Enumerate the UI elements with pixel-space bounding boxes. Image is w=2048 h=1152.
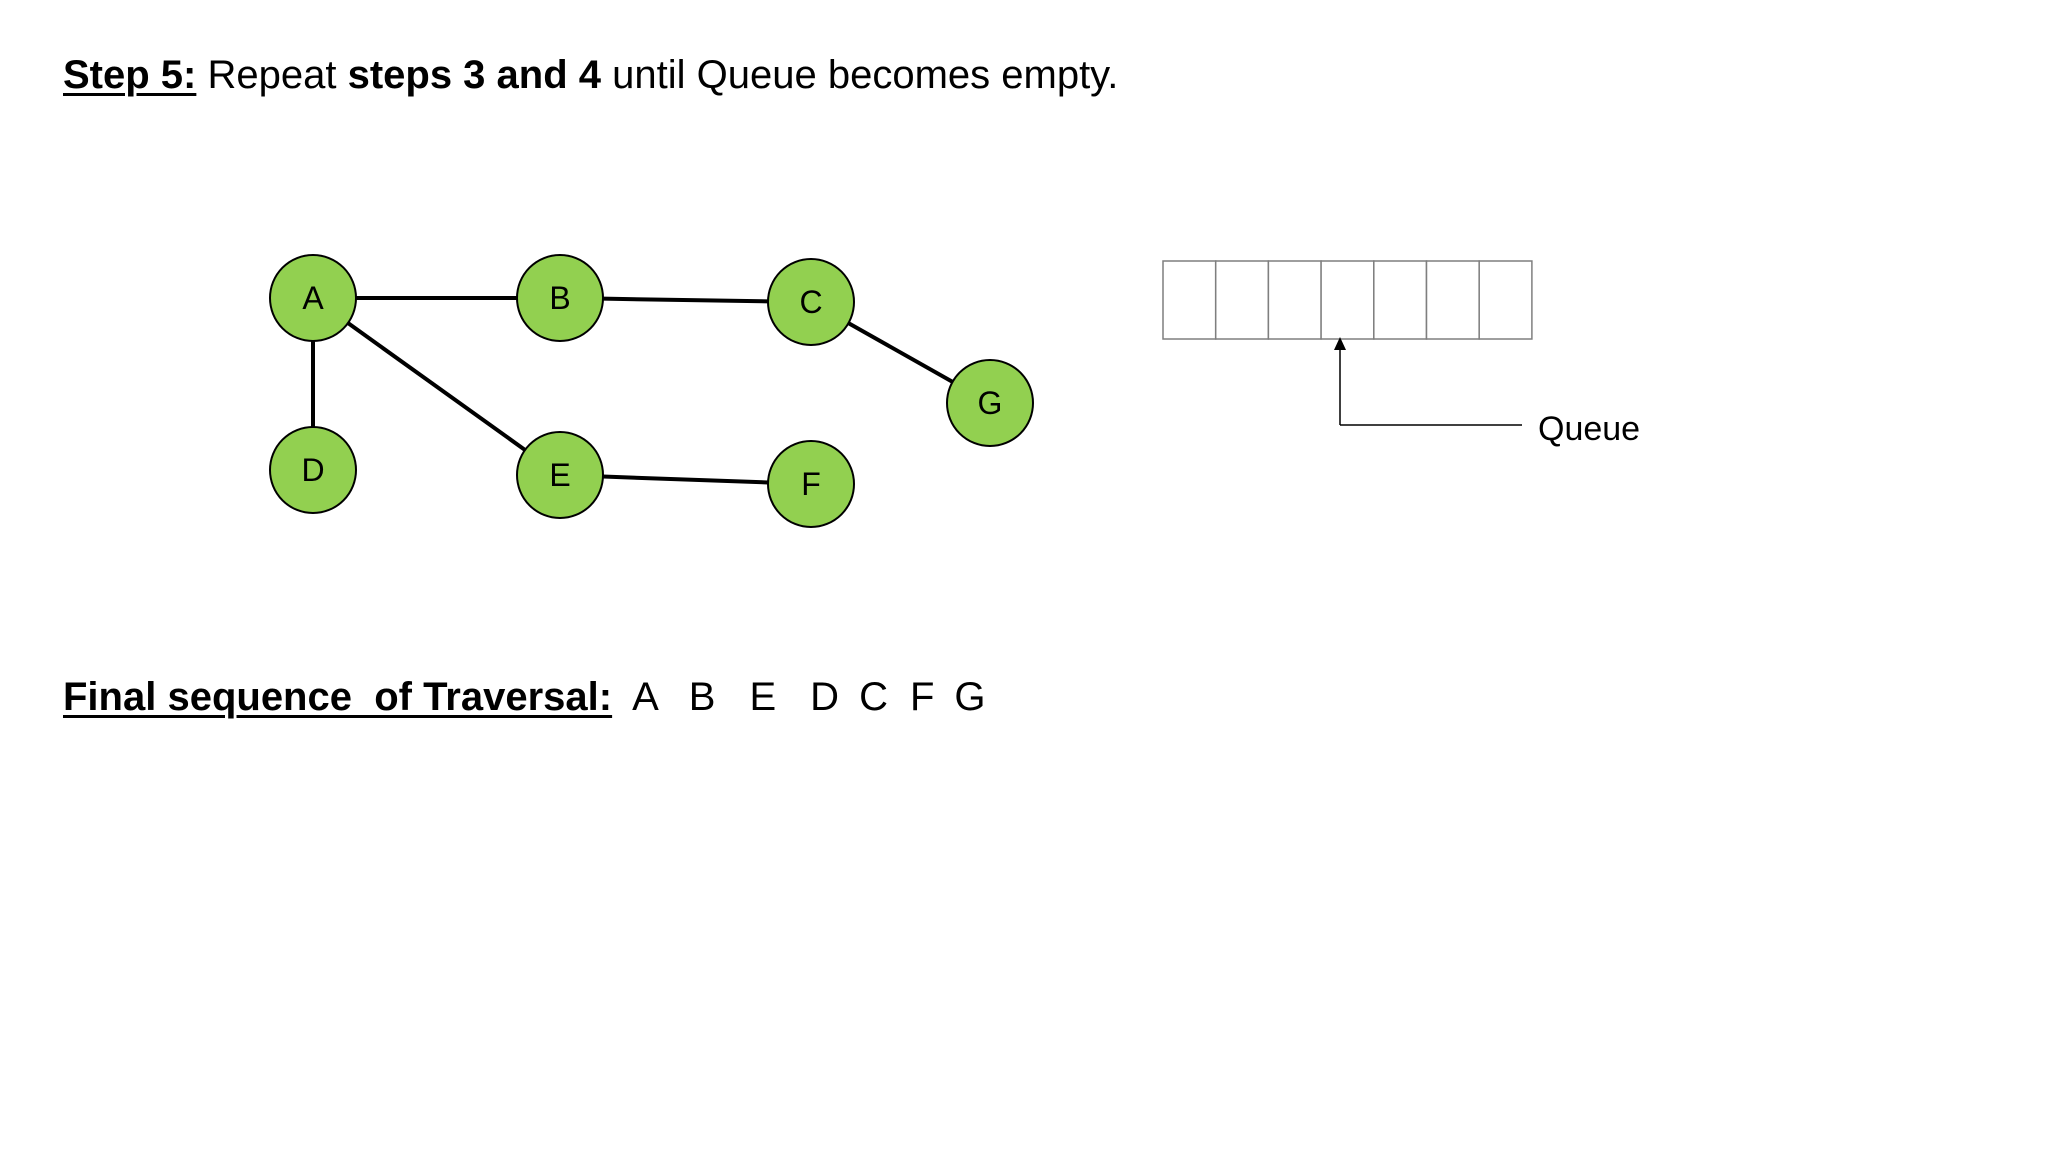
node-b: B	[516, 254, 604, 342]
queue-cell	[1162, 260, 1217, 340]
queue-cell	[1425, 260, 1480, 340]
node-g: G	[946, 359, 1034, 447]
queue-label: Queue	[1538, 410, 1640, 448]
node-circle	[946, 359, 1034, 447]
node-label: D	[301, 452, 324, 488]
edge-c-g	[847, 321, 954, 384]
node-label: F	[801, 466, 821, 502]
node-label: G	[978, 385, 1003, 421]
node-label: A	[302, 280, 324, 316]
node-circle	[516, 431, 604, 519]
step-bold-text: steps 3 and 4	[347, 53, 602, 97]
queue: Queue	[1162, 260, 1640, 448]
edge-b-c	[602, 296, 769, 304]
sequence-item: E	[749, 675, 777, 719]
node-circle	[516, 254, 604, 342]
edge-e-f	[602, 474, 769, 485]
graph-edges	[311, 296, 954, 485]
node-circle	[767, 440, 855, 528]
queue-cells	[1162, 260, 1533, 340]
sequence-item: D	[810, 675, 840, 719]
node-circle	[269, 254, 357, 342]
queue-cell	[1267, 260, 1322, 340]
edge-a-e	[346, 321, 527, 452]
queue-cell	[1214, 260, 1270, 340]
step-text-before: Repeat	[196, 53, 348, 97]
node-a: A	[269, 254, 357, 342]
queue-cell	[1478, 260, 1533, 340]
node-label: C	[799, 284, 822, 320]
queue-cell	[1373, 260, 1428, 340]
step-heading: Step 5: Repeat steps 3 and 4 until Queue…	[63, 50, 1118, 100]
node-d: D	[269, 426, 357, 514]
node-circle	[269, 426, 357, 514]
queue-pointer-arrowhead	[1334, 337, 1346, 350]
final-sequence-label: Final sequence of Traversal:	[63, 675, 613, 719]
step-text-after: until Queue becomes empty.	[601, 53, 1119, 97]
node-label: B	[549, 280, 570, 316]
graph-nodes: A B C D E F G	[269, 254, 1034, 528]
queue-cell	[1320, 260, 1375, 340]
sequence-item: A	[632, 675, 659, 719]
step-label: Step 5:	[63, 53, 197, 97]
node-e: E	[516, 431, 604, 519]
sequence-item: C	[859, 675, 888, 719]
node-circle	[767, 258, 855, 346]
node-c: C	[767, 258, 855, 346]
sequence-item: B	[688, 675, 716, 719]
node-label: E	[549, 457, 570, 493]
sequence-item: G	[954, 675, 986, 719]
node-f: F	[767, 440, 855, 528]
sequence-item: F	[909, 675, 935, 719]
